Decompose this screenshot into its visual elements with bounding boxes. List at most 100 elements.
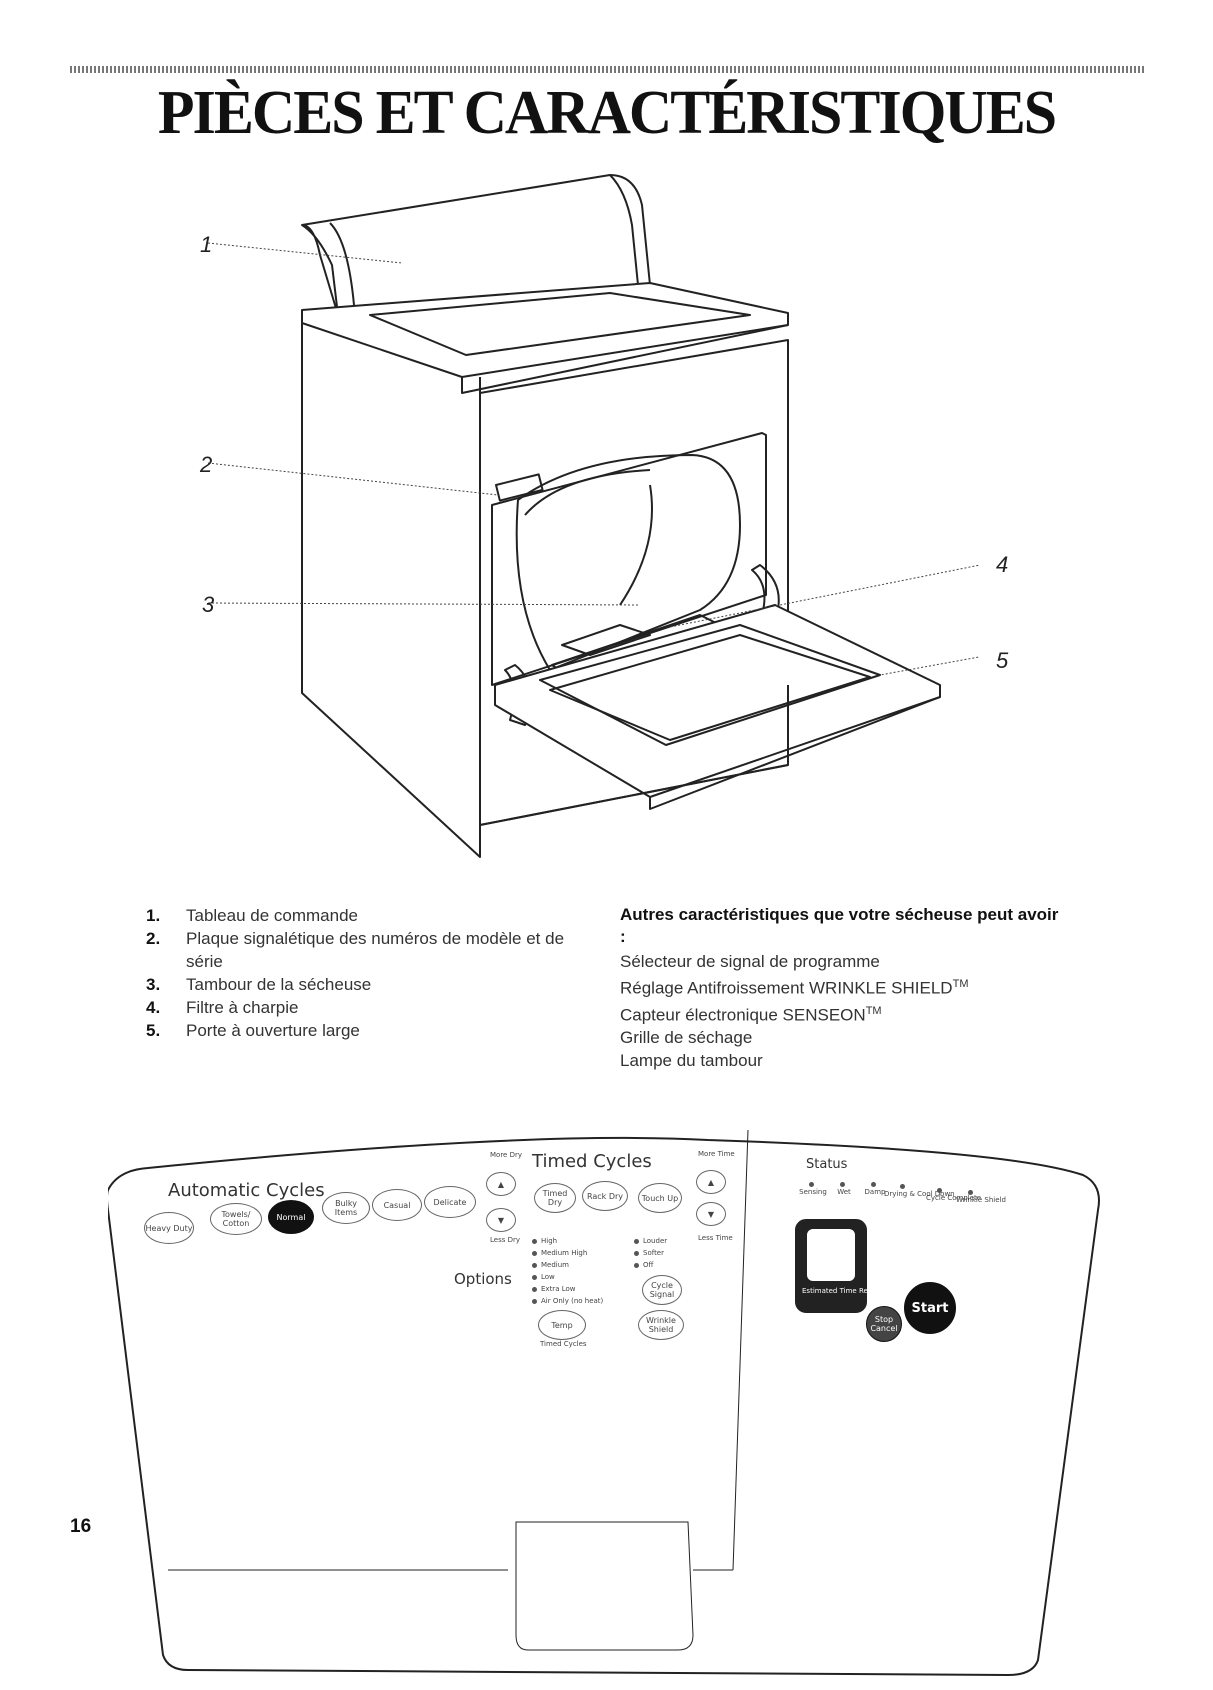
estimated-time-label: Estimated Time Remaining — [802, 1287, 897, 1295]
cycle-signal-button[interactable]: Cycle Signal — [642, 1275, 682, 1305]
timed-cycles-label: Timed Cycles — [532, 1151, 652, 1172]
stop-cancel-button[interactable]: Stop Cancel — [866, 1306, 902, 1342]
status-text: Drying & Cool Down — [884, 1190, 955, 1198]
list-item: 5.Porte à ouverture large — [146, 1019, 576, 1042]
indicator-dot — [899, 1183, 905, 1189]
indicator-dot — [532, 1262, 537, 1268]
page-title: PIÈCES ET CARACTÉRISTIQUES — [157, 77, 1057, 147]
more-dry-up-button[interactable]: ▲ — [486, 1172, 516, 1196]
indicator-dot — [634, 1238, 639, 1244]
status-text: Sensing — [799, 1188, 827, 1196]
signal-option: Louder — [634, 1237, 667, 1245]
feature-item: Lampe du tambour — [620, 1051, 763, 1071]
options-label: Options — [454, 1270, 512, 1288]
indicator-dot — [532, 1286, 537, 1292]
status-text: Wet — [837, 1188, 851, 1196]
indicator-dot — [967, 1189, 973, 1195]
page-number: 16 — [70, 1516, 92, 1537]
callout-1: 1 — [200, 232, 213, 257]
option-text: Louder — [643, 1237, 668, 1245]
list-text: Plaque signalétique des numéros de modèl… — [186, 929, 565, 971]
status-indicator: Drying & Cool Down — [884, 1182, 955, 1198]
timed-cycles-small-label: Timed Cycles — [540, 1340, 587, 1348]
list-number: 3. — [146, 975, 161, 994]
list-number: 2. — [146, 929, 161, 948]
features-heading: Autres caractéristiques que votre sécheu… — [620, 905, 1059, 946]
status-indicator: Cycle Complete — [926, 1186, 981, 1202]
bulky-items-button[interactable]: Bulky Items — [322, 1192, 370, 1224]
less-time-down-button[interactable]: ▼ — [696, 1202, 726, 1226]
touch-up-button[interactable]: Touch Up — [638, 1183, 682, 1213]
option-text: Air Only (no heat) — [541, 1297, 604, 1305]
indicator-dot — [532, 1238, 537, 1244]
list-item: 4. Filtre à charpie — [146, 996, 576, 1019]
feature-text: Réglage Antifroissement WRINKLE SHIELD — [620, 978, 953, 998]
trademark: TM — [952, 978, 969, 990]
feature-item: Réglage Antifroissement WRINKLE SHIELDTM — [620, 973, 1060, 1000]
delicate-button[interactable]: Delicate — [424, 1186, 476, 1218]
list-number: 5. — [146, 1021, 161, 1040]
indicator-dot — [936, 1187, 942, 1193]
option-text: Medium — [541, 1261, 569, 1269]
callout-4: 4 — [996, 552, 1009, 577]
status-text: Wrinkle Shield — [956, 1196, 1006, 1204]
rack-dry-button[interactable]: Rack Dry — [582, 1181, 628, 1211]
signal-option: Softer — [634, 1249, 664, 1257]
feature-item: Capteur électronique SENSEONTM — [620, 1000, 1060, 1027]
list-item: 1. Tableau de commande — [146, 904, 576, 927]
less-dry-down-button[interactable]: ▼ — [486, 1208, 516, 1232]
feature-text: Capteur électronique SENSEON — [620, 1005, 866, 1025]
temp-option: Medium High — [532, 1249, 587, 1257]
triangle-down-icon: ▼ — [497, 1215, 505, 1225]
callout-5: 5 — [996, 648, 1009, 673]
callout-3: 3 — [202, 592, 215, 617]
status-indicator: Damp — [860, 1180, 890, 1196]
list-number: 1. — [146, 906, 161, 925]
status-indicator: Wet — [830, 1180, 858, 1196]
timed-dry-button[interactable]: Timed Dry — [534, 1183, 576, 1213]
indicator-dot — [532, 1250, 537, 1256]
option-text: Extra Low — [541, 1285, 576, 1293]
top-dotted-rule — [70, 66, 1146, 73]
normal-button[interactable]: Normal — [268, 1200, 314, 1234]
dryer-illustration — [207, 174, 980, 858]
temp-option: Air Only (no heat) — [532, 1297, 603, 1305]
temp-option: Low — [532, 1273, 555, 1281]
status-text: Damp — [864, 1188, 886, 1196]
temp-button[interactable]: Temp — [538, 1310, 586, 1340]
option-text: Off — [643, 1261, 654, 1269]
temp-option: High — [532, 1237, 557, 1245]
indicator-dot — [532, 1298, 537, 1304]
more-dry-label: More Dry — [490, 1151, 522, 1159]
list-text: Tableau de commande — [186, 906, 359, 925]
signal-option: Off — [634, 1261, 653, 1269]
feature-item: Sélecteur de signal de programme — [620, 952, 880, 971]
option-text: Medium High — [541, 1249, 588, 1257]
temp-option: Medium — [532, 1261, 569, 1269]
casual-button[interactable]: Casual — [372, 1189, 422, 1221]
callout-2: 2 — [200, 452, 213, 477]
triangle-up-icon: ▲ — [707, 1177, 715, 1187]
triangle-up-icon: ▲ — [497, 1179, 505, 1189]
heavy-duty-button[interactable]: Heavy Duty — [144, 1212, 194, 1244]
status-indicator: Sensing — [798, 1180, 828, 1196]
list-item: 3. Tambour de la sécheuse — [146, 973, 576, 996]
status-label: Status — [806, 1157, 848, 1172]
indicator-dot — [634, 1250, 639, 1256]
trademark: TM — [865, 1004, 882, 1017]
more-time-up-button[interactable]: ▲ — [696, 1170, 726, 1194]
indicator-dot — [839, 1181, 845, 1187]
list-number: 4. — [146, 998, 161, 1017]
more-time-label: More Time — [698, 1150, 735, 1158]
wrinkle-shield-button[interactable]: Wrinkle Shield — [638, 1310, 684, 1340]
option-text: Softer — [643, 1249, 664, 1257]
list-text: Filtre à charpie — [186, 998, 299, 1017]
less-time-label: Less Time — [698, 1234, 733, 1242]
temp-option: Extra Low — [532, 1285, 576, 1293]
start-button[interactable]: Start — [904, 1282, 956, 1334]
status-text: Cycle Complete — [926, 1194, 982, 1202]
towels-cotton-button[interactable]: Towels/ Cotton — [210, 1203, 262, 1235]
list-text: Tambour de la sécheuse — [186, 975, 372, 994]
automatic-cycles-label: Automatic Cycles — [168, 1180, 325, 1201]
list-item: 2. Plaque signalétique des numéros de mod… — [146, 927, 576, 973]
